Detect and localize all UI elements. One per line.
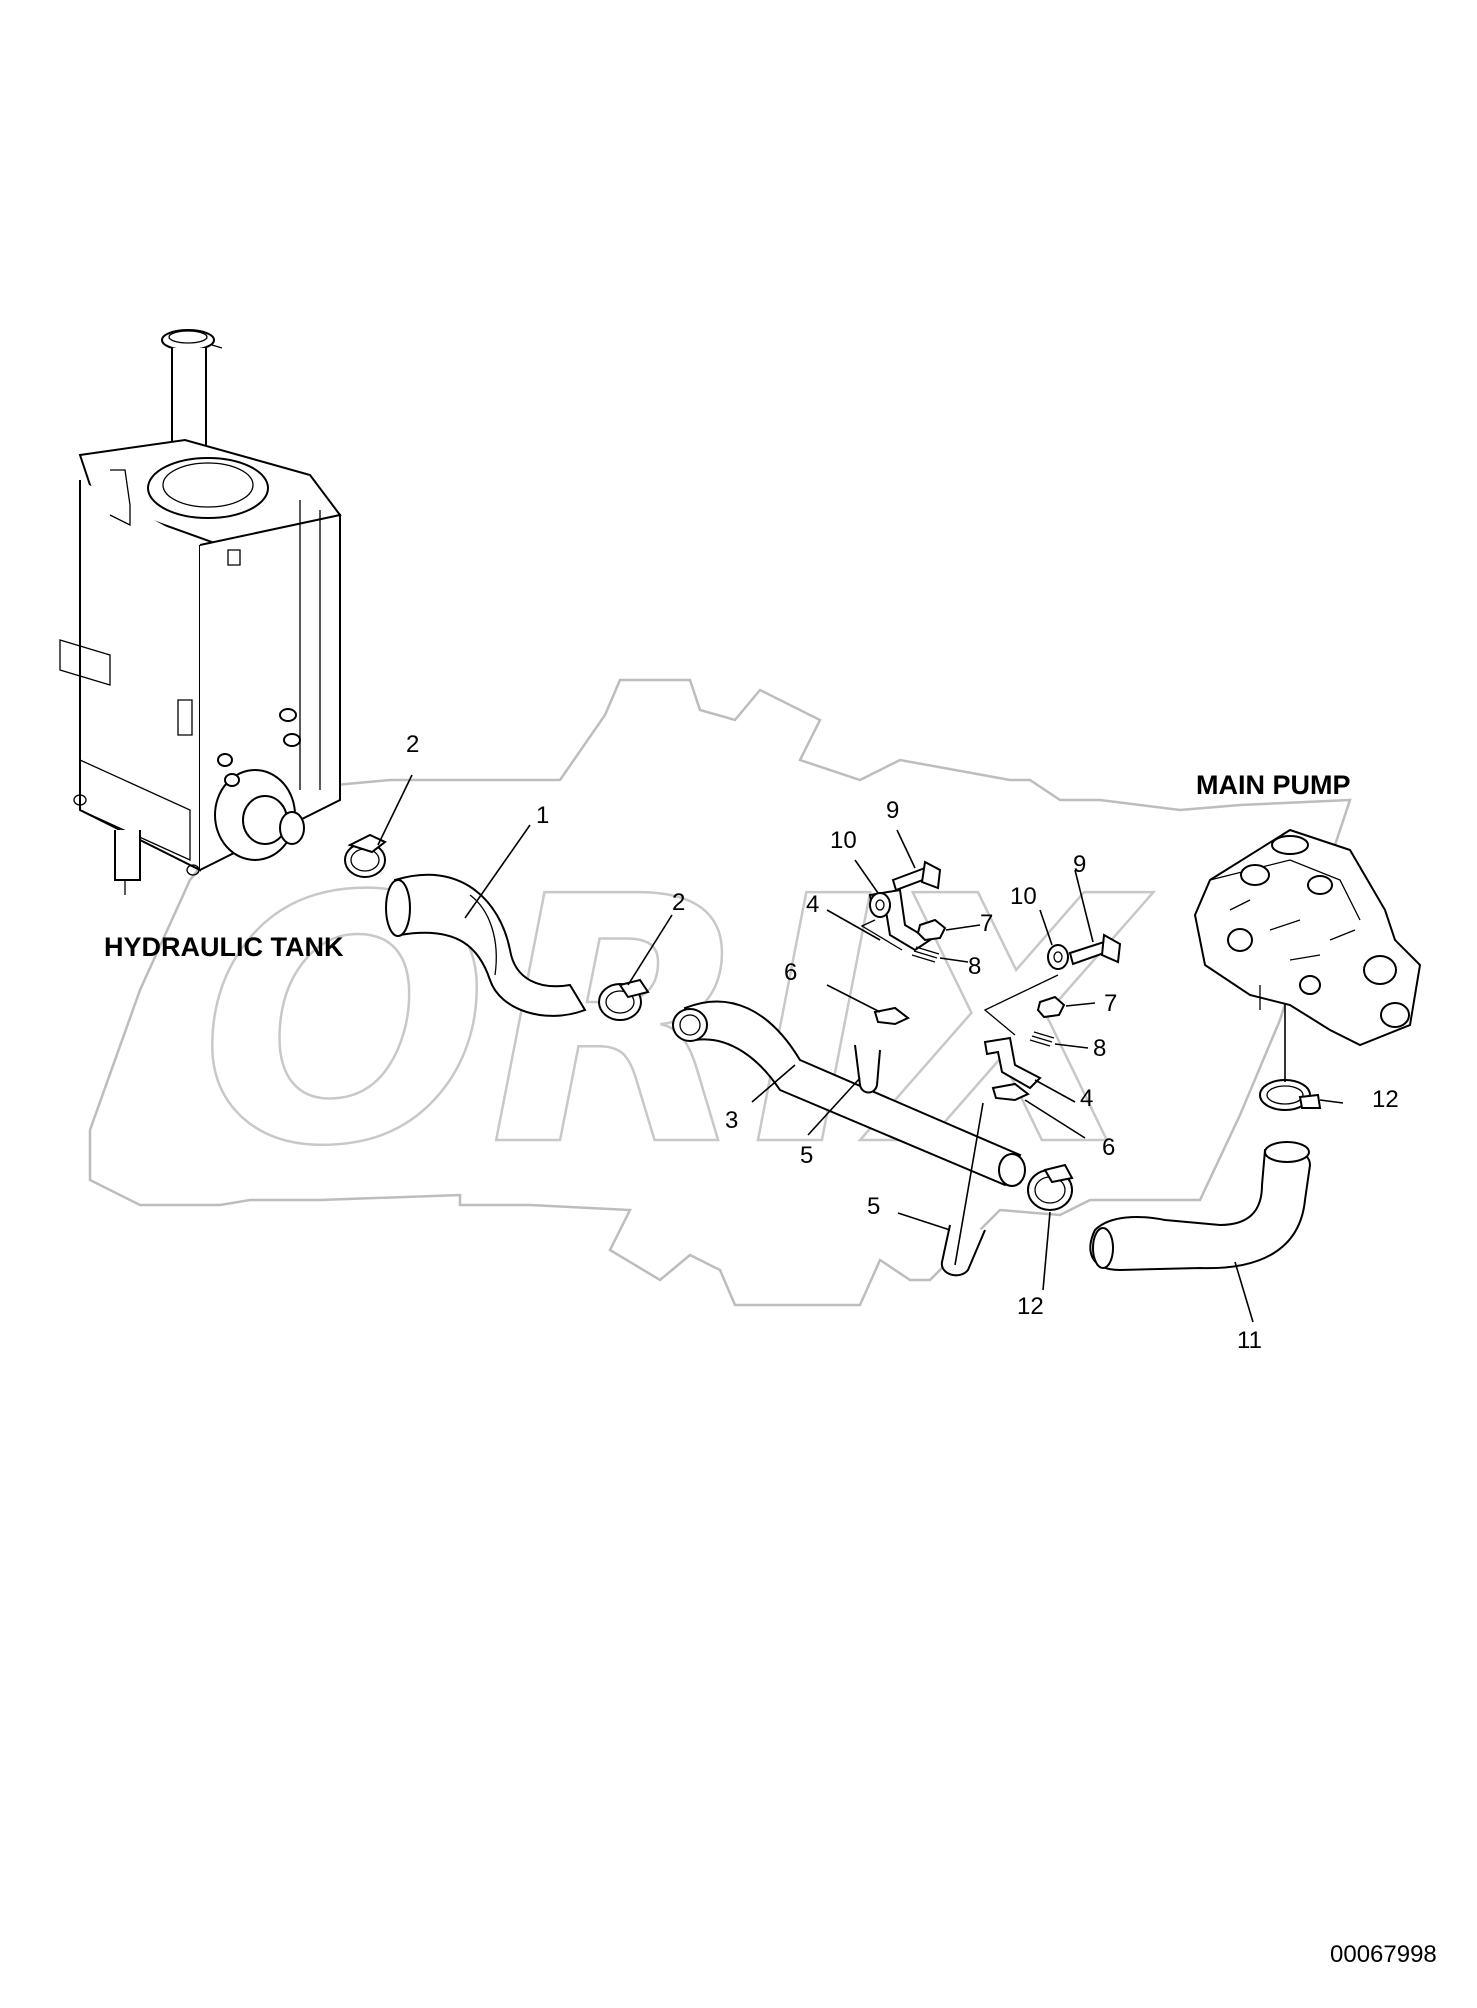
washer-10-lower — [1047, 944, 1069, 970]
bolt-9-lower — [1068, 933, 1122, 966]
callout-2-left: 2 — [406, 731, 419, 758]
callout-9-lower: 9 — [1073, 851, 1086, 878]
document-number: 00067998 — [1330, 1941, 1437, 1968]
assembly-lines — [860, 919, 1059, 1036]
clip-6-upper — [873, 1006, 910, 1026]
hose-11 — [1089, 1141, 1312, 1272]
callout-11: 11 — [1237, 1327, 1262, 1354]
callouts: 2 1 2 3 4 6 5 9 10 9 10 7 8 7 8 4 6 5 12… — [406, 731, 1399, 1354]
main-pump — [1193, 828, 1422, 1047]
bolt-9-upper — [891, 860, 942, 892]
callout-10-upper: 10 — [830, 827, 857, 854]
callout-10-lower: 10 — [1010, 883, 1037, 910]
callout-6-upper: 6 — [784, 959, 797, 986]
callout-4-lower: 4 — [1080, 1085, 1093, 1112]
main-pump-label: MAIN PUMP — [1196, 770, 1351, 800]
callout-7-upper: 7 — [980, 910, 993, 937]
callout-1: 1 — [536, 802, 549, 829]
callout-7-lower: 7 — [1104, 990, 1117, 1017]
hydraulic-tank-label: HYDRAULIC TANK — [104, 932, 344, 962]
callout-12-right: 12 — [1372, 1086, 1399, 1113]
u-bolt-5-on-tube — [854, 1044, 881, 1094]
callout-5-upper: 5 — [800, 1142, 813, 1169]
tube-3 — [672, 1000, 1026, 1187]
callout-3: 3 — [725, 1107, 738, 1134]
clamp-12-right — [1259, 1079, 1322, 1111]
clamp-12-left — [1027, 1163, 1074, 1211]
clip-6-lower — [991, 1082, 1030, 1102]
callout-8-upper: 8 — [968, 953, 981, 980]
callout-2-right: 2 — [672, 889, 685, 916]
callout-8-lower: 8 — [1093, 1035, 1106, 1062]
washer-10-upper — [869, 892, 891, 918]
clamp-2-left — [344, 833, 387, 878]
callout-12-left: 12 — [1017, 1293, 1044, 1320]
u-bolt-5-loose — [940, 1224, 986, 1277]
hydraulic-tank — [59, 329, 342, 895]
callout-4-upper: 4 — [806, 891, 819, 918]
callout-6-lower: 6 — [1102, 1134, 1115, 1161]
hose-1 — [385, 873, 587, 1017]
clamp-2-right — [598, 978, 650, 1021]
bracket-4-lower — [983, 1036, 1042, 1090]
callout-5-lower: 5 — [867, 1193, 880, 1220]
leader-lines — [377, 774, 1344, 1323]
nut-7-upper — [916, 918, 947, 942]
watermark-gear — [88, 678, 1352, 1307]
callout-9-upper: 9 — [886, 797, 899, 824]
washer-8-lower — [1029, 1031, 1055, 1047]
nut-7-lower — [1036, 995, 1066, 1019]
washer-8-upper — [911, 946, 940, 963]
